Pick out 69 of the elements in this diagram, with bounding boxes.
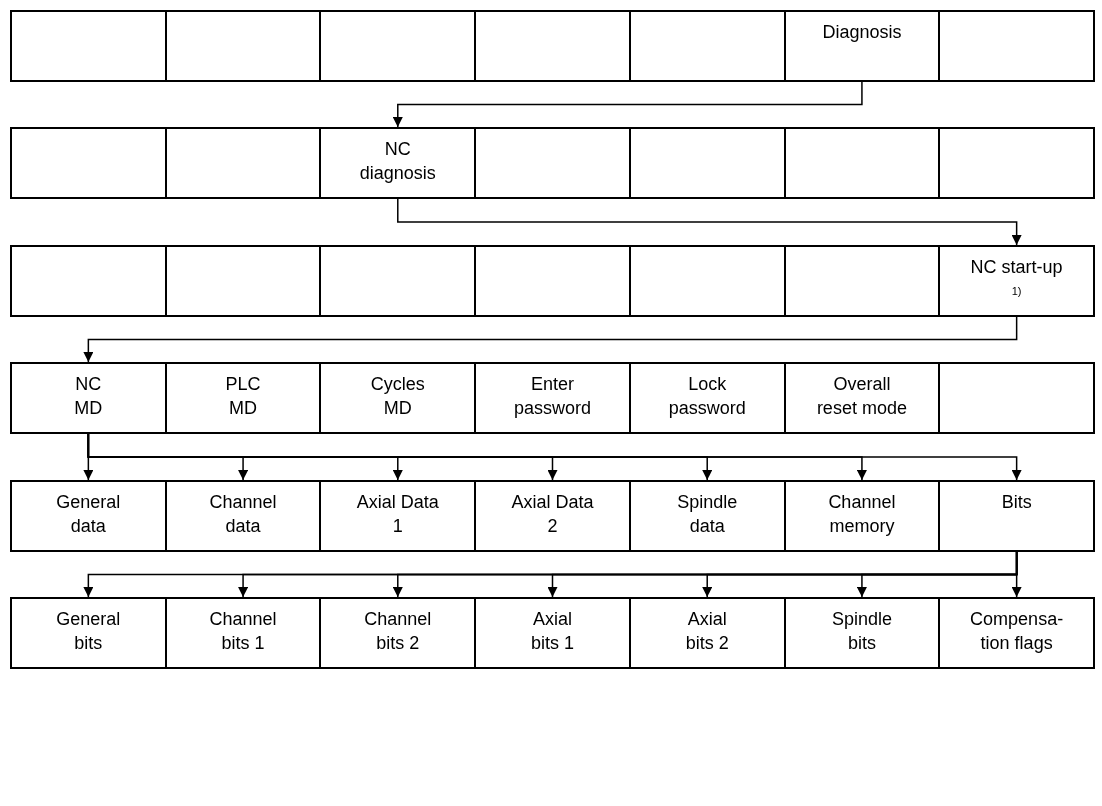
softkey-label: Overall reset mode xyxy=(815,373,908,420)
softkey-box xyxy=(10,480,167,552)
softkey-box xyxy=(783,127,941,199)
softkey-box xyxy=(319,127,477,199)
softkey-label: Axial Data 2 xyxy=(510,491,595,538)
softkey-label: Cycles MD xyxy=(369,373,426,420)
arrow xyxy=(1011,551,1022,598)
softkey-label: Spindle data xyxy=(676,491,739,538)
softkey-box xyxy=(474,10,631,82)
arrow xyxy=(392,81,863,128)
softkey-box xyxy=(319,245,477,317)
softkey-box xyxy=(628,10,786,82)
softkey-box xyxy=(474,245,631,317)
softkey-label: NC diagnosis xyxy=(358,138,437,185)
softkey-box xyxy=(938,10,1095,82)
softkey-box xyxy=(164,245,322,317)
softkey-label: Channel bits 1 xyxy=(208,608,278,655)
softkey-box xyxy=(938,362,1095,434)
softkey-box xyxy=(319,362,477,434)
softkey-box xyxy=(10,362,167,434)
softkey-box xyxy=(783,597,941,669)
softkey-label: Channel data xyxy=(208,491,278,538)
softkey-box xyxy=(938,127,1095,199)
softkey-label: Compensa-tion flags xyxy=(969,608,1065,655)
softkey-label: Channel memory xyxy=(827,491,897,538)
softkey-box xyxy=(10,127,167,199)
softkey-label: Diagnosis xyxy=(822,21,902,44)
softkey-box xyxy=(319,597,477,669)
softkey-label: Spindle bits xyxy=(830,608,893,655)
softkey-box xyxy=(783,245,941,317)
softkey-label: Bits xyxy=(1001,491,1032,514)
softkey-box xyxy=(319,480,477,552)
softkey-box xyxy=(628,480,786,552)
softkey-box xyxy=(628,245,786,317)
softkey-box xyxy=(628,362,786,434)
arrow xyxy=(397,198,1022,246)
softkey-label: Axial bits 2 xyxy=(684,608,730,655)
arrow xyxy=(83,316,1018,363)
softkey-label: Channel bits 2 xyxy=(363,608,433,655)
softkey-label: General data xyxy=(55,491,122,538)
softkey-box xyxy=(938,597,1095,669)
softkey-box xyxy=(474,362,631,434)
softkey-box xyxy=(164,127,322,199)
softkey-label: PLC MD xyxy=(224,373,262,420)
softkey-label: Axial Data 1 xyxy=(355,491,440,538)
softkey-label: Axial bits 1 xyxy=(529,608,575,655)
softkey-box xyxy=(938,245,1095,317)
softkey-box xyxy=(783,362,941,434)
softkey-box xyxy=(10,10,167,82)
softkey-box xyxy=(474,480,631,552)
softkey-box xyxy=(164,362,322,434)
softkey-box xyxy=(319,10,477,82)
softkey-box xyxy=(164,480,322,552)
softkey-box xyxy=(164,597,322,669)
softkey-box xyxy=(628,597,786,669)
softkey-label: Enter password xyxy=(512,373,592,420)
softkey-label: Lock password xyxy=(667,373,747,420)
softkey-box xyxy=(164,10,322,82)
softkey-box xyxy=(474,597,631,669)
softkey-box xyxy=(783,10,941,82)
softkey-box xyxy=(938,480,1095,552)
softkey-box xyxy=(10,245,167,317)
softkey-label: General bits xyxy=(55,608,122,655)
softkey-box xyxy=(628,127,786,199)
softkey-box xyxy=(10,597,167,669)
softkey-box xyxy=(474,127,631,199)
softkey-label: NC MD xyxy=(73,373,104,420)
arrow xyxy=(87,433,1022,481)
softkey-box xyxy=(783,480,941,552)
